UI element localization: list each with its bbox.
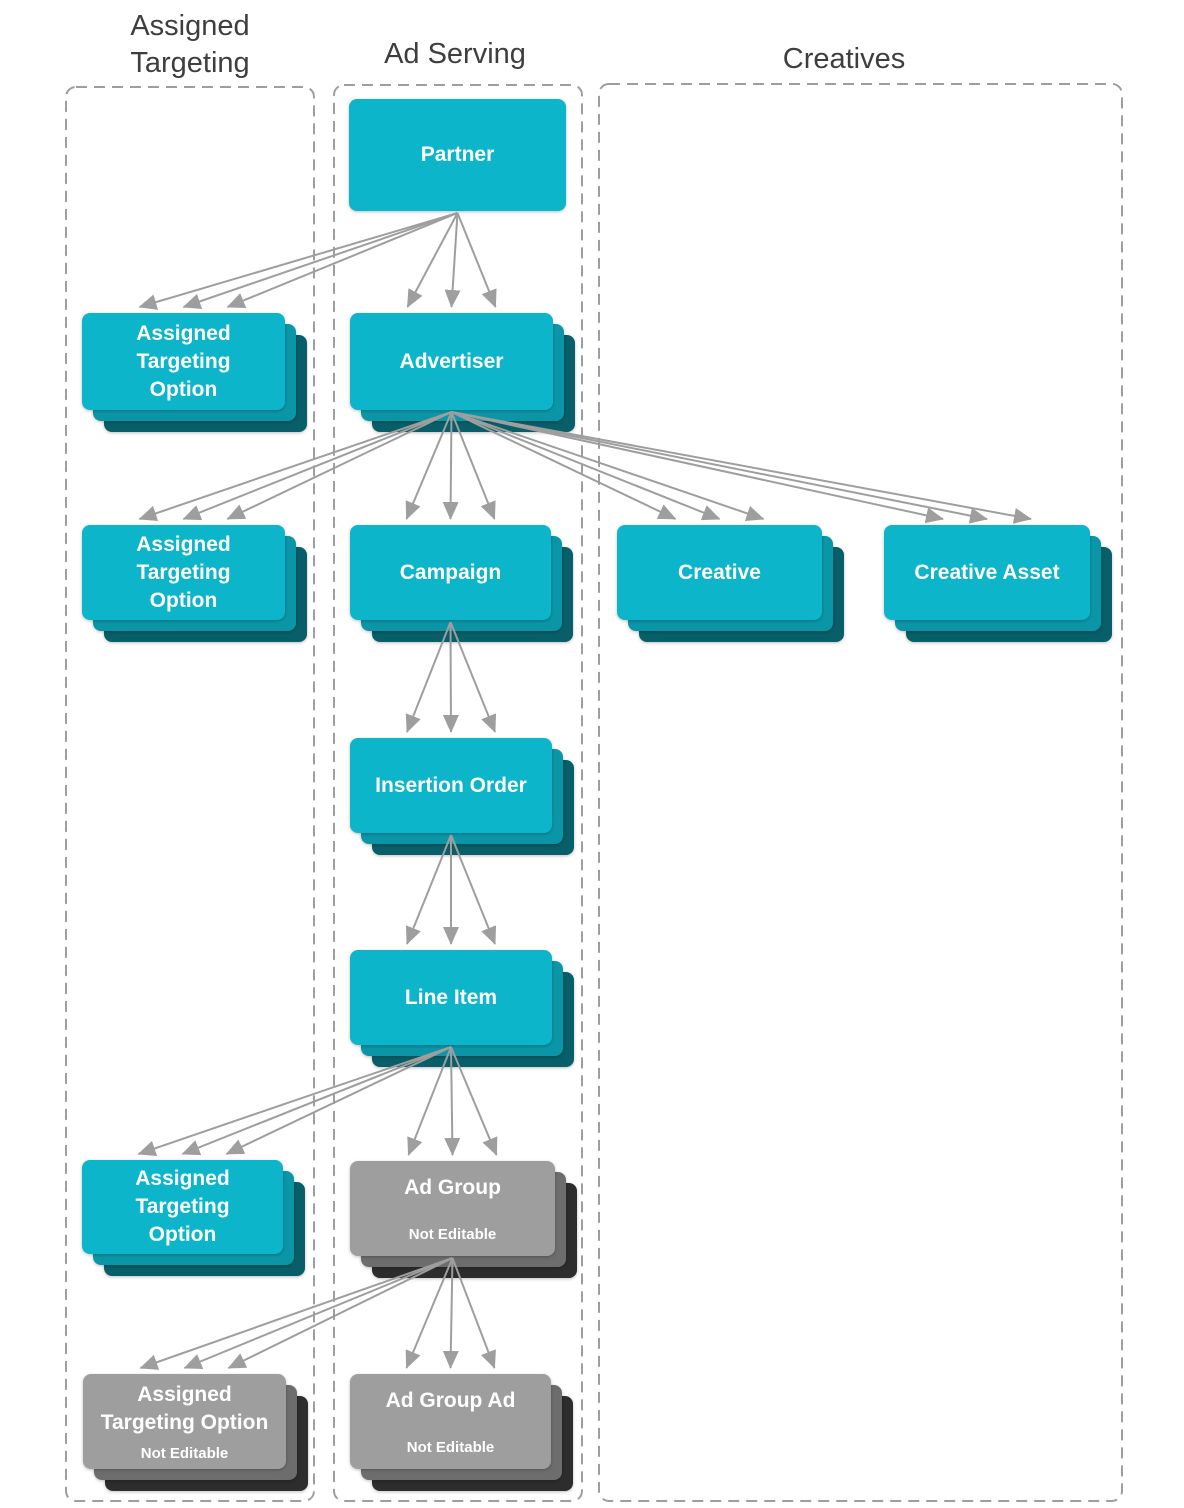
node-face: Ad Group Ad Not Editable	[350, 1374, 551, 1469]
node-sublabel: Not Editable	[140, 1444, 229, 1462]
node-label: Insertion Order	[375, 773, 527, 797]
node-face: Line Item	[350, 950, 552, 1045]
node-creative-asset: Creative Asset	[884, 525, 1112, 642]
node-sublabel: Not Editable	[406, 1438, 495, 1456]
node-line-item: Line Item	[350, 950, 574, 1067]
node-label: Campaign	[399, 560, 502, 584]
node-face: Insertion Order	[350, 738, 552, 833]
node-insertion-order: Insertion Order	[350, 738, 574, 855]
node-campaign: Campaign	[350, 525, 573, 642]
node-label: Creative Asset	[914, 560, 1060, 584]
node-face: Campaign	[350, 525, 551, 620]
node-label: Ad Group	[404, 1175, 501, 1199]
header-ad-serving: Ad Serving	[384, 38, 526, 70]
header-assigned-targeting: Assigned Targeting	[130, 10, 250, 79]
node-sublabel: Not Editable	[408, 1225, 497, 1243]
node-face: Creative Asset	[884, 525, 1090, 620]
node-face: Partner	[349, 99, 566, 211]
node-ad-group-ad: Ad Group Ad Not Editable	[350, 1374, 573, 1491]
node-face: Creative	[617, 525, 822, 620]
node-label: Partner	[420, 143, 495, 166]
node-label: Ad Group Ad	[385, 1388, 516, 1412]
node-face: Advertiser	[350, 313, 553, 410]
node-creative: Creative	[617, 525, 844, 642]
node-partner: Partner	[349, 99, 566, 211]
node-label: Advertiser	[399, 349, 504, 373]
header-creatives: Creatives	[782, 43, 906, 75]
node-label: Creative	[678, 560, 761, 584]
node-advertiser: Advertiser	[350, 313, 575, 432]
node-label: Line Item	[404, 985, 498, 1009]
